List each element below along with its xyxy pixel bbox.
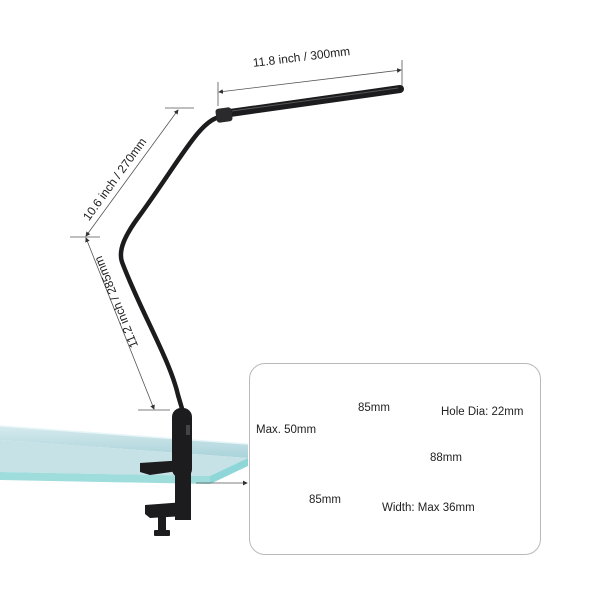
desk-clamp [140,408,192,536]
label-clamp-width: Width: Max 36mm [382,502,475,514]
clamp-detail-panel [249,363,541,555]
label-hole-diameter: Hole Dia: 22mm [441,406,524,418]
glass-desk [0,425,249,484]
label-clamp-top-width: 85mm [358,402,390,414]
label-max-thickness: Max. 50mm [256,424,317,436]
label-clamp-height: 88mm [430,452,462,464]
dimension-lower-arm [85,237,170,411]
label-screw-length: 85mm [309,494,341,506]
dimension-upper-arm [70,107,194,238]
lamp-head [215,85,404,123]
dimension-lamp-head [217,60,403,106]
